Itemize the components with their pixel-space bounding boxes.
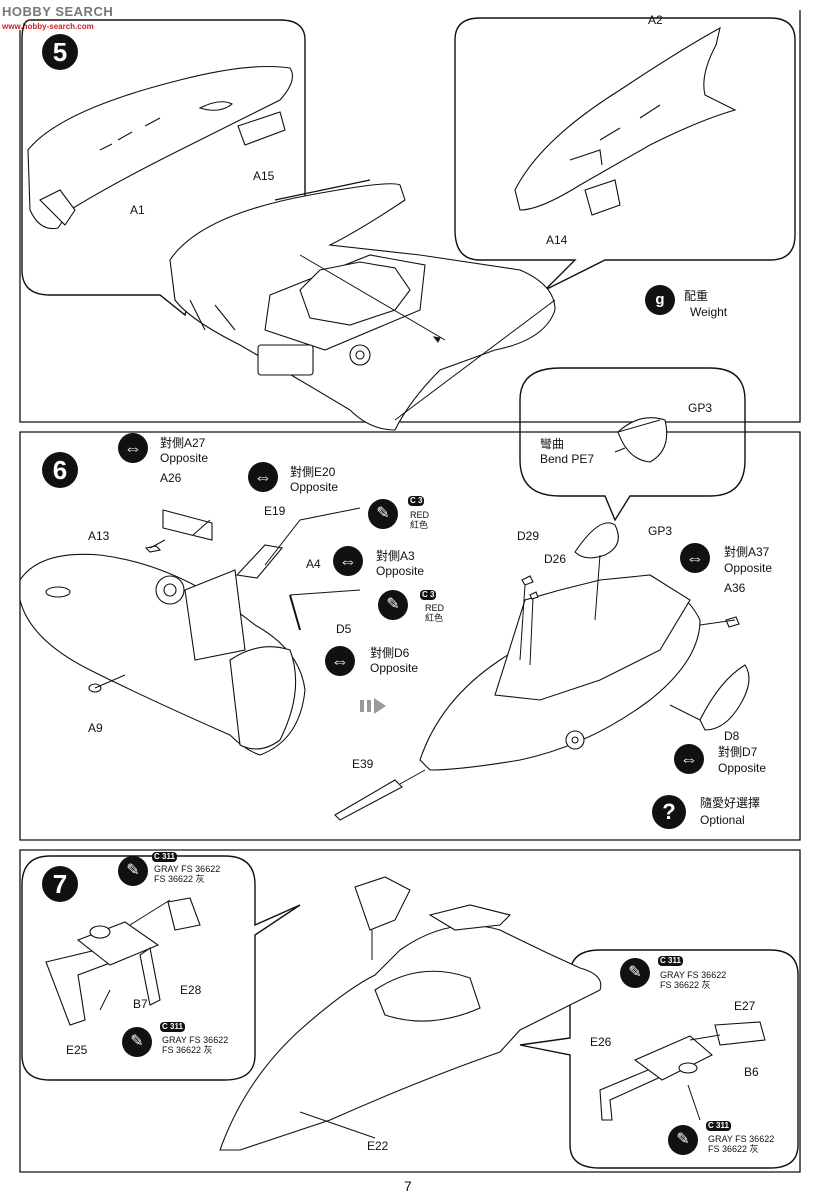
page-number: 7 [404,1178,412,1194]
part-label-E39: E39 [352,757,374,771]
opposite-a3-en: Opposite [376,564,425,578]
paint-gray-line2: FS 36622 灰 [660,980,711,990]
step-number-6: 6 [42,452,78,488]
opposite-arrow-icon: ⇔ [680,543,710,573]
paint-gray-line2: FS 36622 灰 [708,1144,759,1154]
part-label-A36: A36 [724,581,746,595]
paint-code-badge: C 311 [160,1022,185,1032]
optional-label-en: Optional [700,813,745,827]
opposite-a37-en: Opposite [724,561,773,575]
part-label-E25: E25 [66,1043,88,1057]
paint-gray-line2: FS 36622 灰 [154,874,205,884]
weight-label-en: Weight [690,305,728,319]
part-label-B6: B6 [744,1065,759,1079]
paint-brush-icon: ✎ [378,590,408,620]
opposite-d7-cn: 對側D7 [718,745,758,759]
opposite-d6-en: Opposite [370,661,419,675]
part-label-A15: A15 [253,169,275,183]
opposite-arrow-icon: ⇔ [325,646,355,676]
opposite-d7-en: Opposite [718,761,767,775]
opposite-d6-cn: 對側D6 [370,646,410,660]
part-label-GP3: GP3 [648,524,673,538]
paint-code-badge: C 311 [152,852,177,862]
weight-icon: g [645,285,675,315]
part-label-E28: E28 [180,983,202,997]
paint-red-en: RED [425,603,445,613]
part-label-E27: E27 [734,999,756,1013]
opposite-arrow-icon: ⇔ [248,462,278,492]
opposite-a3-cn: 對側A3 [376,549,415,563]
part-label-D8: D8 [724,729,740,743]
bend-label-cn: 彎曲 [540,437,565,451]
weight-label-cn: 配重 [684,289,709,303]
paint-brush-icon: ✎ [118,856,148,886]
paint-brush-icon: ✎ [620,958,650,988]
part-label-D5: D5 [336,622,352,636]
part-label-A4: A4 [306,557,321,571]
part-label-E22: E22 [367,1139,389,1153]
part-label-A13: A13 [88,529,110,543]
part-label-D29: D29 [517,529,540,543]
part-label-E19: E19 [264,504,286,518]
opposite-arrow-icon: ⇔ [674,744,704,774]
step-number-7: 7 [42,866,78,902]
opposite-e20-cn: 對側E20 [290,465,336,479]
paint-code-badge: C 3 [408,496,425,506]
paint-code-badge: C 311 [706,1121,731,1131]
part-label-A14: A14 [546,233,568,247]
watermark-brand: HOBBY SEARCH [2,4,114,19]
watermark-site: www.hobby-search.com [2,22,94,31]
part-label-A1: A1 [130,203,145,217]
paint-brush-icon: ✎ [122,1027,152,1057]
part-label-A2: A2 [648,13,663,27]
paint-gray-line1: GRAY FS 36622 [162,1035,229,1045]
paint-code-badge: C 311 [658,956,683,966]
part-label-D26: D26 [544,552,567,566]
opposite-arrow-icon: ⇔ [118,433,148,463]
step-number-5: 5 [42,34,78,70]
part-label-B7: B7 [133,997,148,1011]
part-label-A9: A9 [88,721,103,735]
opposite-a37-cn: 對側A37 [724,545,770,559]
paint-red-cn: 紅色 [425,613,444,623]
paint-gray-line1: GRAY FS 36622 [154,864,221,874]
paint-red-cn: 紅色 [410,520,429,530]
part-label-GP3: GP3 [688,401,713,415]
bend-label-en: Bend PE7 [540,452,595,466]
optional-label-cn: 隨愛好選擇 [700,796,761,810]
paint-code-badge: C 3 [420,590,437,600]
step5-frame [19,10,801,423]
paint-red-en: RED [410,510,430,520]
opposite-a27-cn: 對側A27 [160,436,206,450]
paint-brush-icon: ✎ [668,1125,698,1155]
question-mark-icon: ? [652,795,686,829]
opposite-e20-en: Opposite [290,480,339,494]
paint-gray-line1: GRAY FS 36622 [708,1134,775,1144]
paint-brush-icon: ✎ [368,499,398,529]
opposite-arrow-icon: ⇔ [333,546,363,576]
part-label-E26: E26 [590,1035,612,1049]
paint-gray-line2: FS 36622 灰 [162,1045,213,1055]
part-label-A26: A26 [160,471,182,485]
direction-arrow [360,698,386,714]
paint-gray-line1: GRAY FS 36622 [660,970,727,980]
opposite-a27-en: Opposite [160,451,209,465]
